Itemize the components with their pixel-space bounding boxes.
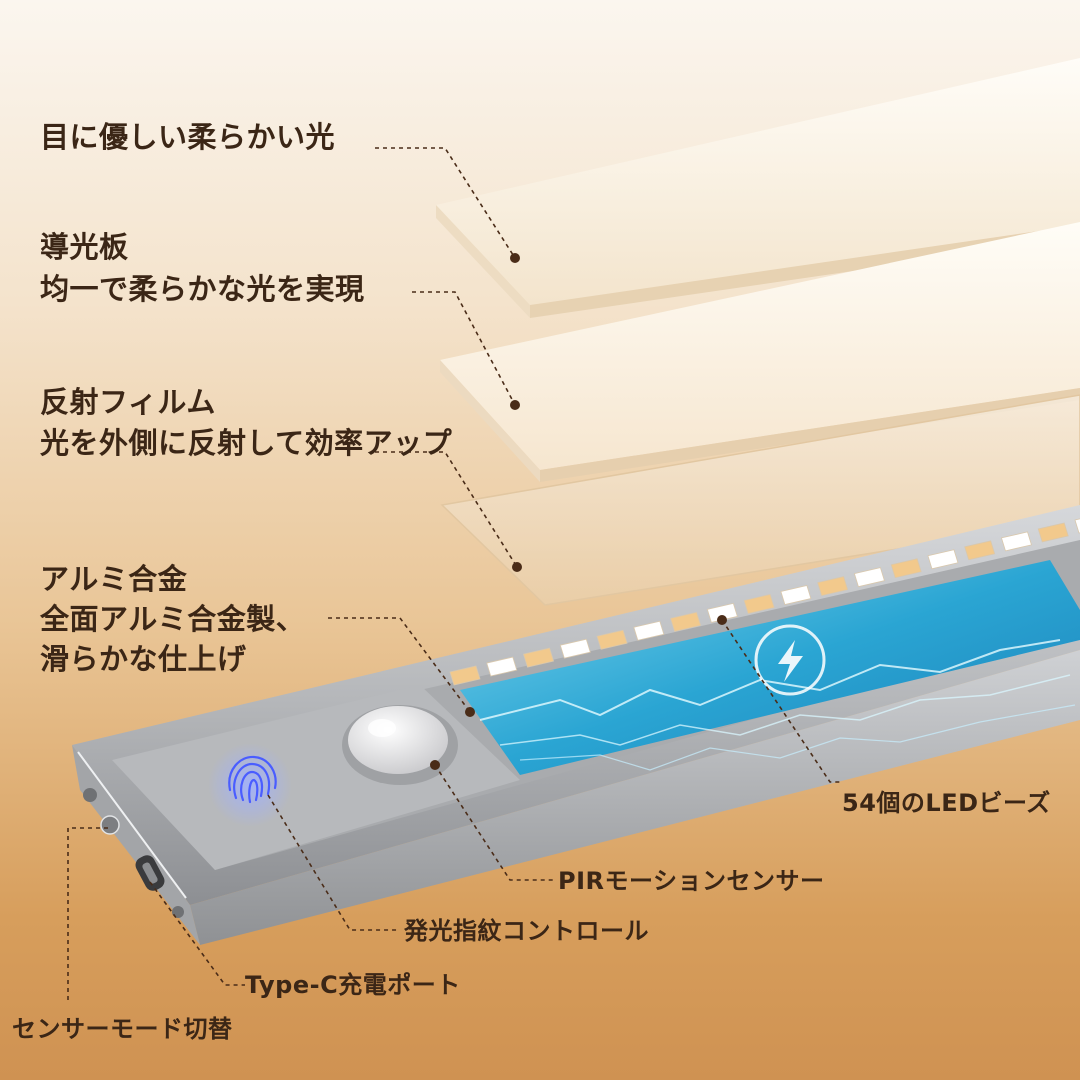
led-chip bbox=[633, 620, 665, 641]
end-cap bbox=[83, 788, 184, 918]
fingerprint-icon bbox=[208, 743, 292, 827]
led-chip bbox=[486, 656, 518, 677]
label-aluminum-title: アルミ合金 bbox=[40, 562, 188, 596]
led-chip bbox=[523, 647, 555, 668]
led-chip bbox=[853, 567, 885, 588]
label-light-guide-desc: 均一で柔らかな光を実現 bbox=[40, 272, 365, 306]
leader-lines bbox=[67, 147, 840, 1000]
label-sensor-mode-switch: センサーモード切替 bbox=[12, 1015, 233, 1043]
led-chip bbox=[817, 576, 849, 597]
label-fingerprint-control: 発光指紋コントロール bbox=[404, 917, 649, 945]
led-chip bbox=[890, 558, 922, 579]
label-type-c-port: Type-C充電ポート bbox=[245, 971, 461, 999]
led-chip bbox=[559, 638, 591, 659]
label-light-guide-title: 導光板 bbox=[40, 230, 129, 264]
led-chip bbox=[964, 540, 996, 561]
label-reflective-film-desc: 光を外側に反射して効率アップ bbox=[40, 426, 453, 460]
led-chip bbox=[1037, 522, 1069, 543]
leader-dots bbox=[430, 253, 727, 770]
led-chip bbox=[1000, 531, 1032, 552]
led-strip bbox=[449, 518, 1080, 686]
reflective-film-layer bbox=[440, 394, 1080, 606]
pir-lens-icon bbox=[342, 705, 458, 785]
usb-c-port-icon bbox=[135, 855, 165, 891]
led-chip bbox=[706, 602, 738, 623]
led-chip bbox=[449, 665, 481, 686]
label-aluminum-desc-1: 全面アルミ合金製、 bbox=[40, 602, 306, 636]
light-guide-layer bbox=[440, 222, 1080, 482]
diffuser-layer bbox=[436, 58, 1080, 318]
led-chip bbox=[743, 593, 775, 614]
label-pir-sensor: PIRモーションセンサー bbox=[558, 867, 825, 895]
label-reflective-film-title: 反射フィルム bbox=[40, 385, 216, 419]
label-led-beads: 54個のLEDビーズ bbox=[842, 789, 1051, 817]
led-chip bbox=[927, 549, 959, 570]
led-chip bbox=[1074, 518, 1080, 534]
label-diffuser: 目に優しい柔らかい光 bbox=[40, 120, 336, 154]
led-chip bbox=[596, 629, 628, 650]
led-chip bbox=[780, 585, 812, 606]
battery-panel bbox=[460, 560, 1080, 775]
lightning-icon bbox=[754, 624, 826, 696]
led-chip bbox=[670, 611, 702, 632]
label-aluminum-desc-2: 滑らかな仕上げ bbox=[40, 642, 247, 676]
